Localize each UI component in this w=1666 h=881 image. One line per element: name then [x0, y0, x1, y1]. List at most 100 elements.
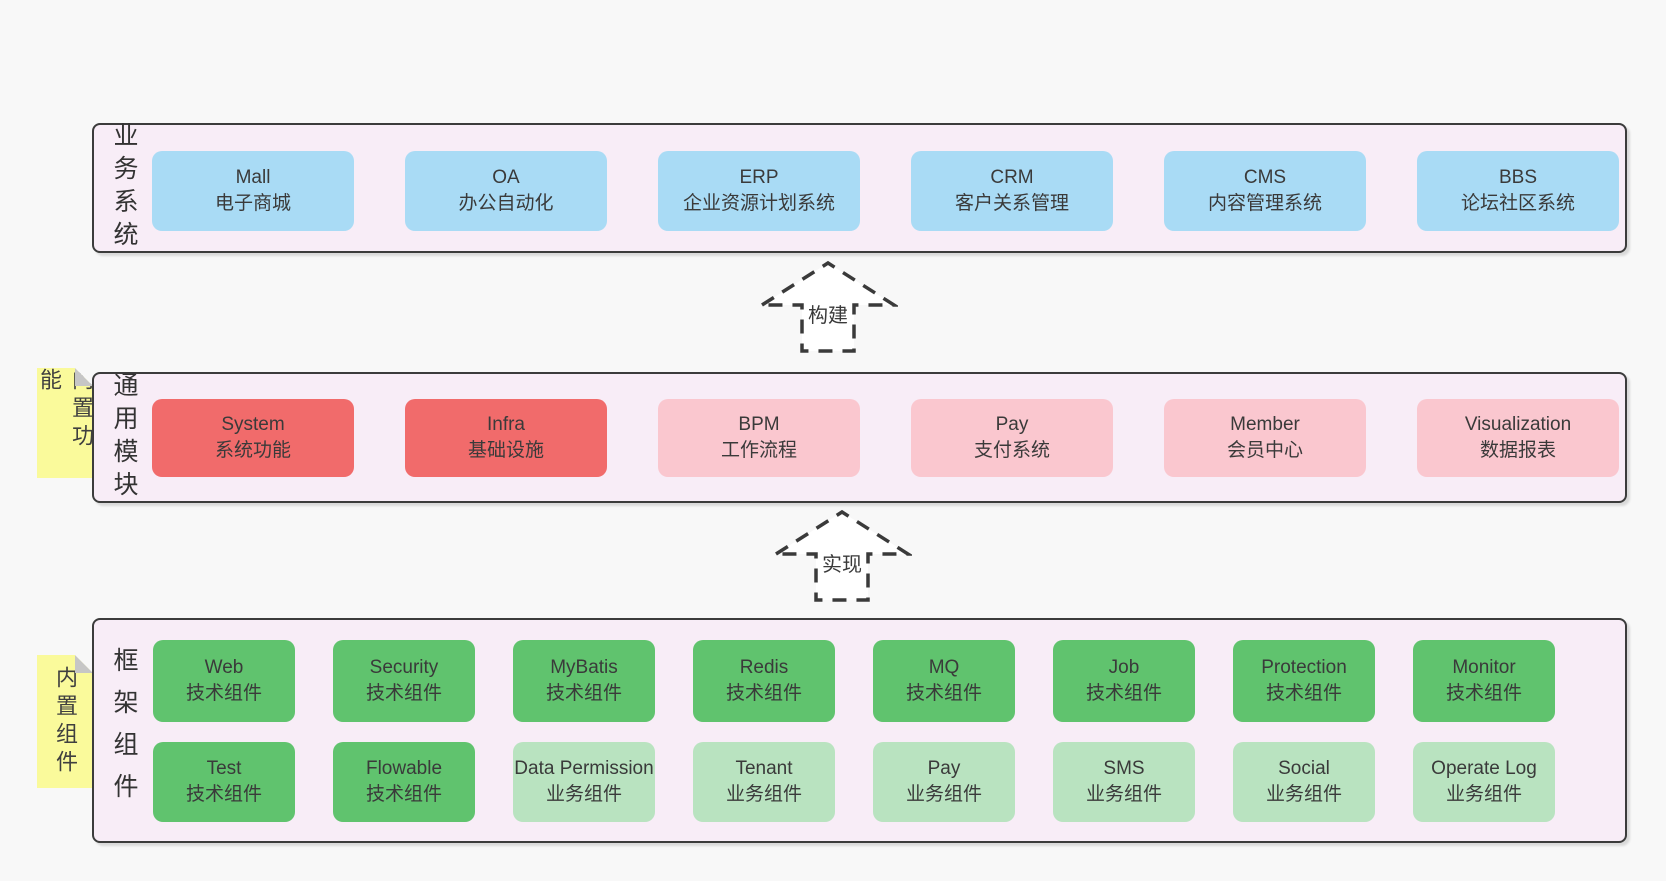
box-visualization: Visualization 数据报表	[1417, 399, 1619, 477]
box-pay-module: Pay 支付系统	[911, 399, 1113, 477]
box-infra: Infra 基础设施	[405, 399, 607, 477]
box-title: Tenant	[735, 757, 793, 779]
box-subtitle: 技术组件	[1265, 683, 1342, 704]
box-member: Member 会员中心	[1164, 399, 1366, 477]
box-redis: Redis 技术组件	[693, 640, 835, 722]
box-subtitle: 业务组件	[725, 784, 802, 805]
box-title: Monitor	[1452, 656, 1516, 678]
box-mall: Mall 电子商城	[152, 151, 354, 231]
box-monitor: Monitor 技术组件	[1413, 640, 1555, 722]
box-tenant: Tenant 业务组件	[693, 742, 835, 822]
box-social: Social 业务组件	[1233, 742, 1375, 822]
box-row: System 系统功能 Infra 基础设施 BPM 工作流程 Pay 支付系统…	[152, 399, 1619, 477]
arrow-implement: 实现	[772, 508, 912, 603]
box-subtitle: 工作流程	[720, 440, 797, 461]
box-oa: OA 办公自动化	[405, 151, 607, 231]
box-subtitle: 内容管理系统	[1207, 193, 1322, 214]
dashed-up-arrow-icon	[758, 260, 898, 353]
box-title: Social	[1278, 757, 1330, 779]
sticky-label: 内置组件	[53, 665, 78, 778]
box-title: Test	[206, 757, 242, 779]
box-cms: CMS 内容管理系统	[1164, 151, 1366, 231]
box-subtitle: 业务组件	[1085, 784, 1162, 805]
box-mybatis: MyBatis 技术组件	[513, 640, 655, 722]
box-web: Web 技术组件	[153, 640, 295, 722]
box-subtitle: 会员中心	[1226, 440, 1303, 461]
box-subtitle: 论坛社区系统	[1460, 193, 1575, 214]
box-subtitle: 技术组件	[1445, 683, 1522, 704]
box-title: SMS	[1103, 757, 1145, 779]
box-subtitle: 支付系统	[973, 440, 1050, 461]
box-bbs: BBS 论坛社区系统	[1417, 151, 1619, 231]
box-pay-component: Pay 业务组件	[873, 742, 1015, 822]
box-subtitle: 基础设施	[467, 440, 544, 461]
layer-common-modules: 通用模块 System 系统功能 Infra 基础设施 BPM 工作流程 Pay…	[92, 371, 1627, 504]
arrow-label: 实现	[822, 554, 862, 576]
box-subtitle: 系统功能	[214, 440, 291, 461]
box-security: Security 技术组件	[333, 640, 475, 722]
box-row: Mall 电子商城 OA 办公自动化 ERP 企业资源计划系统 CRM 客户关系…	[152, 151, 1619, 231]
box-subtitle: 企业资源计划系统	[682, 193, 835, 214]
box-title: OA	[492, 166, 520, 188]
box-job: Job 技术组件	[1053, 640, 1195, 722]
box-subtitle: 技术组件	[185, 784, 262, 805]
box-row: Web 技术组件 Security 技术组件 MyBatis 技术组件 Redi…	[153, 640, 1555, 722]
box-title: Member	[1230, 413, 1300, 435]
box-crm: CRM 客户关系管理	[911, 151, 1113, 231]
box-title: Mall	[235, 166, 271, 188]
box-title: BBS	[1498, 166, 1538, 188]
box-data-permission: Data Permission 业务组件	[513, 742, 655, 822]
layer-business-systems: 业务系统 Mall 电子商城 OA 办公自动化 ERP 企业资源计划系统 CRM…	[92, 122, 1627, 254]
box-title: MyBatis	[550, 656, 618, 678]
box-mq: MQ 技术组件	[873, 640, 1015, 722]
box-title: Pay	[927, 757, 961, 779]
box-erp: ERP 企业资源计划系统	[658, 151, 860, 231]
box-subtitle: 技术组件	[1085, 683, 1162, 704]
box-title: System	[221, 413, 285, 435]
box-title: CMS	[1243, 166, 1287, 188]
box-subtitle: 技术组件	[365, 683, 442, 704]
box-title: BPM	[738, 413, 780, 435]
box-test: Test 技术组件	[153, 742, 295, 822]
box-title: Web	[204, 656, 244, 678]
box-subtitle: 办公自动化	[458, 193, 554, 214]
layer-label: 框架组件	[110, 646, 138, 815]
box-title: Pay	[995, 413, 1029, 435]
box-flowable: Flowable 技术组件	[333, 742, 475, 822]
box-subtitle: 技术组件	[185, 683, 262, 704]
box-subtitle: 业务组件	[1265, 784, 1342, 805]
box-subtitle: 数据报表	[1479, 440, 1556, 461]
box-subtitle: 技术组件	[545, 683, 622, 704]
arrow-build: 构建	[758, 259, 898, 354]
box-title: Protection	[1261, 656, 1347, 678]
box-title: Data Permission	[514, 757, 654, 779]
box-subtitle: 技术组件	[725, 683, 802, 704]
box-title: Job	[1108, 656, 1140, 678]
box-title: Flowable	[365, 757, 443, 779]
box-title: Infra	[486, 413, 526, 435]
box-title: Visualization	[1464, 413, 1572, 435]
box-title: CRM	[990, 166, 1034, 188]
sticky-label: 内置功能	[37, 368, 94, 452]
box-subtitle: 业务组件	[905, 784, 982, 805]
box-title: Operate Log	[1431, 757, 1537, 779]
dashed-up-arrow-icon	[772, 509, 912, 602]
box-subtitle: 客户关系管理	[954, 193, 1069, 214]
box-row: Test 技术组件 Flowable 技术组件 Data Permission …	[153, 742, 1555, 822]
box-subtitle: 技术组件	[905, 683, 982, 704]
box-system: System 系统功能	[152, 399, 354, 477]
layer-label: 业务系统	[110, 122, 138, 254]
arrow-label: 构建	[808, 305, 848, 327]
box-protection: Protection 技术组件	[1233, 640, 1375, 722]
box-title: MQ	[928, 656, 960, 678]
box-subtitle: 电子商城	[214, 193, 291, 214]
box-title: Security	[369, 656, 439, 678]
box-subtitle: 业务组件	[1445, 784, 1522, 805]
sticky-note-builtin-components: 内置组件	[37, 655, 93, 788]
box-title: ERP	[739, 166, 779, 188]
box-operate-log: Operate Log 业务组件	[1413, 742, 1555, 822]
layer-label: 通用模块	[110, 371, 138, 504]
box-sms: SMS 业务组件	[1053, 742, 1195, 822]
sticky-note-builtin-features: 内置功能	[37, 368, 93, 478]
